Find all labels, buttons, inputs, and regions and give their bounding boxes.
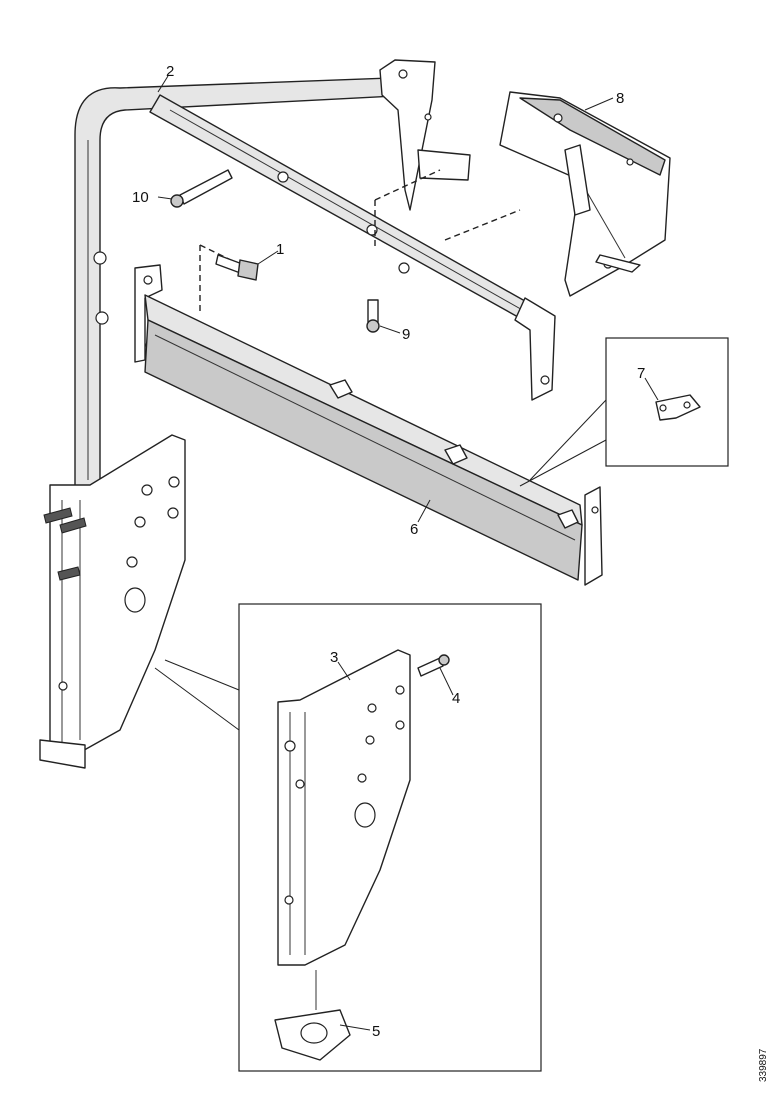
- callout-5: 5: [372, 1023, 380, 1040]
- callout-7: 7: [637, 365, 645, 382]
- bolt-9: [366, 299, 380, 333]
- leader-lines: [157, 75, 659, 1031]
- frame-tube: [74, 77, 556, 491]
- figure-code: 339897: [758, 1048, 769, 1082]
- crossmember: [134, 264, 603, 586]
- inset-frame-bracket: [238, 603, 542, 1072]
- bolt-1: [215, 254, 259, 281]
- plate-5: [274, 1009, 351, 1061]
- callout-10: 10: [132, 189, 149, 206]
- callout-9: 9: [402, 326, 410, 343]
- callout-4: 4: [452, 690, 460, 707]
- inset-frame-part-7: [605, 337, 729, 467]
- callout-2: 2: [166, 63, 174, 80]
- callout-8: 8: [616, 90, 624, 107]
- callout-1: 1: [276, 241, 284, 258]
- bolt-4: [417, 654, 450, 677]
- bolt-10: [170, 169, 233, 208]
- side-bracket: [39, 434, 186, 769]
- upper-bracket: [379, 59, 471, 211]
- callout-3: 3: [330, 649, 338, 666]
- inset-side-bracket: [277, 649, 411, 966]
- callout-6: 6: [410, 521, 418, 538]
- guard-tray: [499, 91, 671, 297]
- clip-7: [655, 394, 701, 421]
